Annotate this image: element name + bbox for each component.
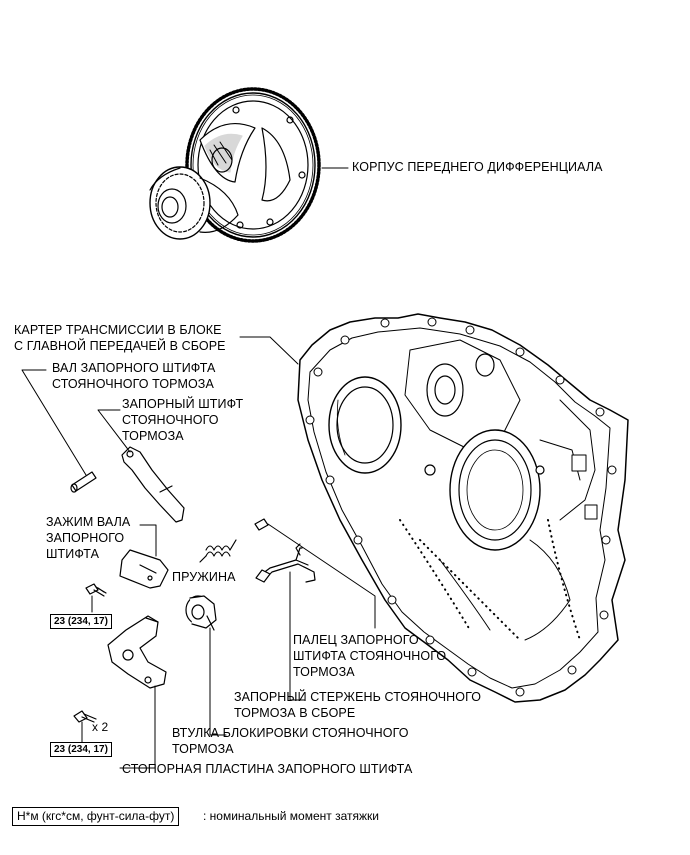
torque-spec-upper: 23 (234, 17) <box>50 614 112 629</box>
spring-drawing <box>199 539 237 563</box>
label-spring: ПРУЖИНА <box>172 570 236 584</box>
label-lock-sleeve-line2: ТОРМОЗА <box>172 742 234 756</box>
clamp-drawing <box>119 549 169 589</box>
stopper-plate-drawing <box>107 615 167 689</box>
label-lock-pin-line3: ТОРМОЗА <box>293 665 355 679</box>
label-lock-sleeve-line1: ВТУЛКА БЛОКИРОВКИ СТОЯНОЧНОГО <box>172 726 409 740</box>
pawl-shaft-drawing <box>70 471 97 493</box>
torque-spec-lower: 23 (234, 17) <box>50 742 112 757</box>
leader-shaft <box>21 369 87 476</box>
transaxle-housing-drawing <box>297 313 629 703</box>
leader-stopper-plate <box>119 685 156 769</box>
label-pawl-line2: СТОЯНОЧНОГО <box>122 413 219 427</box>
lock-pin-drawing <box>254 518 269 531</box>
leader-lock-sleeve <box>209 627 227 736</box>
leader-clamp <box>139 524 157 557</box>
legend-units-box: Н*м (кгс*см, фунт-сила-фут) <box>12 807 180 826</box>
label-transaxle-housing-line2: С ГЛАВНОЙ ПЕРЕДАЧЕЙ В СБОРЕ <box>14 339 226 353</box>
leader-lock-pin <box>267 523 376 629</box>
bolt-quantity: x 2 <box>92 720 109 734</box>
leader-housing <box>239 336 299 365</box>
upper-bolt-drawing <box>85 583 107 613</box>
leader-lock-rod <box>289 571 306 701</box>
label-clamp-line2: ЗАПОРНОГО <box>46 531 125 545</box>
legend-description: : номинальный момент затяжки <box>203 809 379 823</box>
label-lock-rod-line2: ТОРМОЗА В СБОРЕ <box>234 706 356 720</box>
label-clamp-line1: ЗАЖИМ ВАЛА <box>46 515 131 529</box>
label-transaxle-housing-line1: КАРТЕР ТРАНСМИССИИ В БЛОКЕ <box>14 323 222 337</box>
differential-case-drawing <box>149 87 321 243</box>
label-pawl-line3: ТОРМОЗА <box>122 429 184 443</box>
parking-pawl-drawing <box>121 446 185 523</box>
label-lock-rod-line1: ЗАПОРНЫЙ СТЕРЖЕНЬ СТОЯНОЧНОГО <box>234 690 482 704</box>
label-pawl-line1: ЗАПОРНЫЙ ШТИФТ <box>122 397 244 411</box>
lock-rod-drawing <box>255 543 316 583</box>
label-lock-pin-line1: ПАЛЕЦ ЗАПОРНОГО <box>293 633 419 647</box>
lock-sleeve-drawing <box>185 595 217 631</box>
label-clamp-line3: ШТИФТА <box>46 547 100 561</box>
lower-bolt-drawing <box>73 710 97 743</box>
label-pawl-shaft-line1: ВАЛ ЗАПОРНОГО ШТИФТА <box>52 361 216 375</box>
label-differential-case: КОРПУС ПЕРЕДНЕГО ДИФФЕРЕНЦИАЛА <box>352 160 603 174</box>
label-lock-pin-line2: ШТИФТА СТОЯНОЧНОГО <box>293 649 447 663</box>
leader-pawl <box>97 409 131 453</box>
label-pawl-shaft-line2: СТОЯНОЧНОГО ТОРМОЗА <box>52 377 214 391</box>
label-stopper-plate: СТОПОРНАЯ ПЛАСТИНА ЗАПОРНОГО ШТИФТА <box>122 762 413 776</box>
